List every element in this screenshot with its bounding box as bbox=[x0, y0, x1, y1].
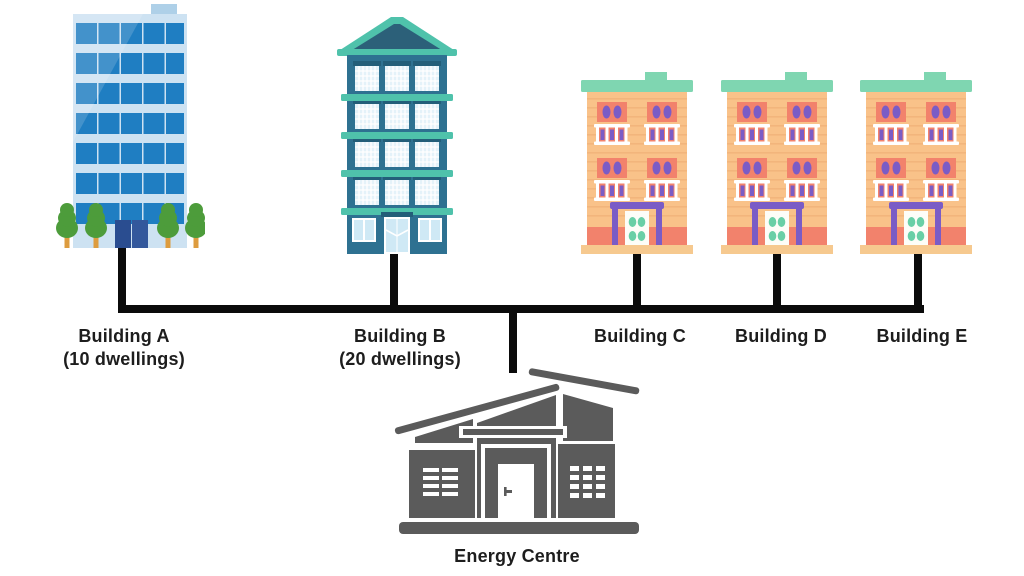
energy-centre-window-right bbox=[570, 466, 605, 498]
glass-reflection bbox=[73, 14, 143, 142]
connector-stub-building-e bbox=[914, 250, 922, 307]
building-b-dwellings: (20 dwellings) bbox=[339, 349, 461, 369]
building-b-label: Building B (20 dwellings) bbox=[339, 325, 461, 371]
energy-centre-roof-right bbox=[528, 368, 640, 395]
building-b-illustration bbox=[337, 17, 457, 254]
energy-centre-window-left bbox=[423, 468, 458, 496]
building-a-label: Building A (10 dwellings) bbox=[63, 325, 185, 371]
connector-stub-building-a bbox=[118, 247, 126, 307]
energy-centre-base bbox=[399, 522, 639, 534]
energy-centre-door bbox=[498, 464, 534, 518]
connector-stub-energy-centre bbox=[509, 311, 517, 373]
building-b-door bbox=[381, 212, 413, 254]
energy-centre-roof-left bbox=[394, 383, 560, 435]
building-c-illustration bbox=[581, 72, 693, 254]
building-a-door bbox=[115, 220, 148, 248]
building-a-window-rows bbox=[76, 23, 184, 224]
building-a-name: Building A bbox=[78, 326, 170, 346]
building-e-label: Building E bbox=[876, 326, 968, 346]
building-b-floor-bands bbox=[341, 94, 453, 215]
building-c-label: Building C bbox=[594, 326, 686, 346]
building-b-ground-floor bbox=[352, 212, 442, 254]
building-d-label: Building D bbox=[735, 326, 827, 346]
building-d-illustration bbox=[721, 72, 833, 254]
energy-centre-label: Energy Centre bbox=[454, 546, 580, 566]
building-a-dwellings: (10 dwellings) bbox=[63, 349, 185, 369]
connector-trunk bbox=[118, 305, 924, 313]
energy-centre-illustration bbox=[394, 368, 640, 534]
trees bbox=[56, 203, 205, 248]
building-b-name: Building B bbox=[354, 326, 446, 346]
connector-stub-building-d bbox=[773, 250, 781, 307]
connector-stub-building-c bbox=[633, 250, 641, 307]
connector-stub-building-b bbox=[390, 252, 398, 307]
building-a-illustration bbox=[56, 4, 205, 248]
building-e-illustration bbox=[860, 72, 972, 254]
building-b-roof bbox=[337, 17, 457, 56]
